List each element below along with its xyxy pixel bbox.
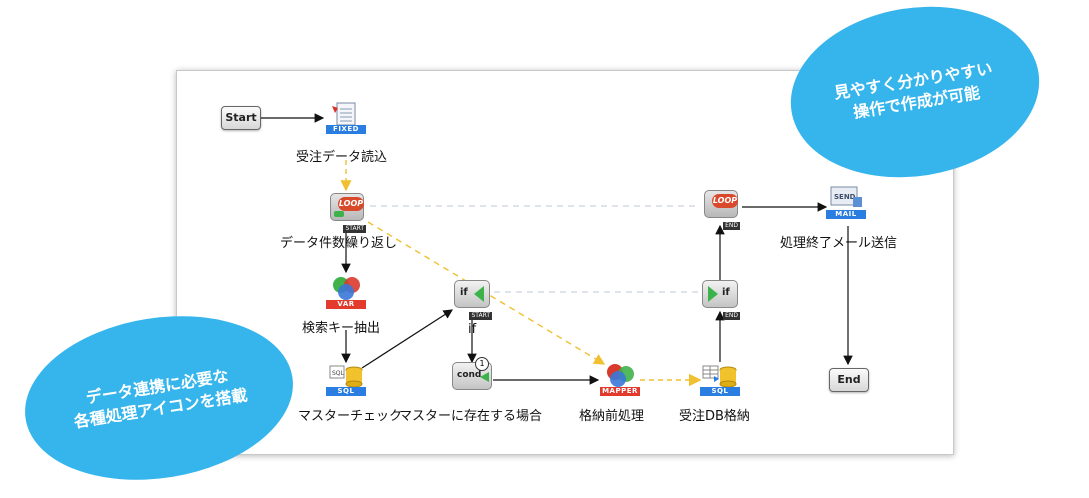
- read-label: 受注データ読込: [296, 150, 388, 165]
- var-label: 検索キー抽出: [302, 321, 381, 336]
- if-end-text: if: [722, 287, 730, 298]
- sql-check-tag: SQL: [326, 387, 366, 396]
- start-node[interactable]: Start: [221, 106, 261, 130]
- fixed-tag: FIXED: [326, 125, 366, 134]
- mapper-circles-icon: [607, 364, 634, 387]
- connector-layer: [259, 113, 853, 387]
- cond-arrow-icon: [480, 372, 489, 382]
- if-end-tag: END: [723, 312, 740, 320]
- if-label: if: [468, 322, 477, 337]
- svg-text:SEND: SEND: [834, 193, 856, 201]
- var-node[interactable]: VAR: [326, 275, 366, 315]
- sql-store-tag: SQL: [700, 387, 740, 396]
- sql-check-node[interactable]: SQL SQL: [326, 362, 366, 402]
- var-circles-icon: [333, 277, 360, 300]
- if-start-text: if: [460, 287, 468, 298]
- loop-start-node[interactable]: LOOP START: [326, 193, 366, 233]
- end-node[interactable]: End: [829, 368, 869, 392]
- database-icon: SQL: [329, 365, 363, 388]
- if-icon: if: [454, 280, 490, 308]
- var-tag: VAR: [326, 300, 366, 309]
- mapper-node[interactable]: MAPPER: [600, 362, 640, 402]
- sql-store-node[interactable]: SQL: [700, 362, 740, 402]
- mail-send-icon: SEND: [830, 186, 862, 207]
- mapper-label: 格納前処理: [579, 409, 645, 424]
- loop-end-tag: END: [723, 222, 740, 230]
- mapper-tag: MAPPER: [600, 387, 640, 396]
- sql-check-label: マスターチェック: [298, 409, 403, 424]
- svg-text:SQL: SQL: [332, 370, 345, 377]
- mail-node[interactable]: SEND MAIL: [826, 185, 866, 225]
- loop-start-label: データ件数繰り返し: [280, 236, 398, 251]
- loop-end-node[interactable]: LOOP END: [700, 190, 740, 230]
- cond-node[interactable]: cond 1: [450, 357, 492, 402]
- cond-caption: マスターに存在する場合: [399, 409, 543, 424]
- database-table-icon: [702, 365, 737, 388]
- sql-store-label: 受注DB格納: [679, 409, 750, 424]
- mail-label: 処理終了メール送信: [780, 236, 898, 251]
- loop-end-icon: LOOP: [704, 190, 738, 218]
- if-end-node[interactable]: if END: [700, 280, 740, 320]
- link-sql-if: [361, 309, 454, 369]
- cond-badge: 1: [475, 357, 489, 371]
- loop-badge: LOOP: [338, 197, 364, 211]
- fixed-file-icon: [332, 102, 356, 126]
- green-marker-icon: [334, 211, 344, 217]
- if-end-icon: if: [702, 280, 738, 308]
- branch-arrow-icon: [474, 286, 484, 302]
- if-start-tag: START: [469, 312, 492, 320]
- if-start-node[interactable]: if START: [452, 280, 492, 320]
- loop-icon: LOOP: [330, 193, 364, 221]
- loop-start-tag: START: [343, 225, 366, 233]
- fixed-read-node[interactable]: FIXED: [326, 100, 366, 140]
- loop-end-badge: LOOP: [712, 194, 738, 208]
- mail-tag: MAIL: [826, 210, 866, 219]
- cond-text: cond: [457, 370, 482, 380]
- merge-arrow-icon: [708, 286, 718, 302]
